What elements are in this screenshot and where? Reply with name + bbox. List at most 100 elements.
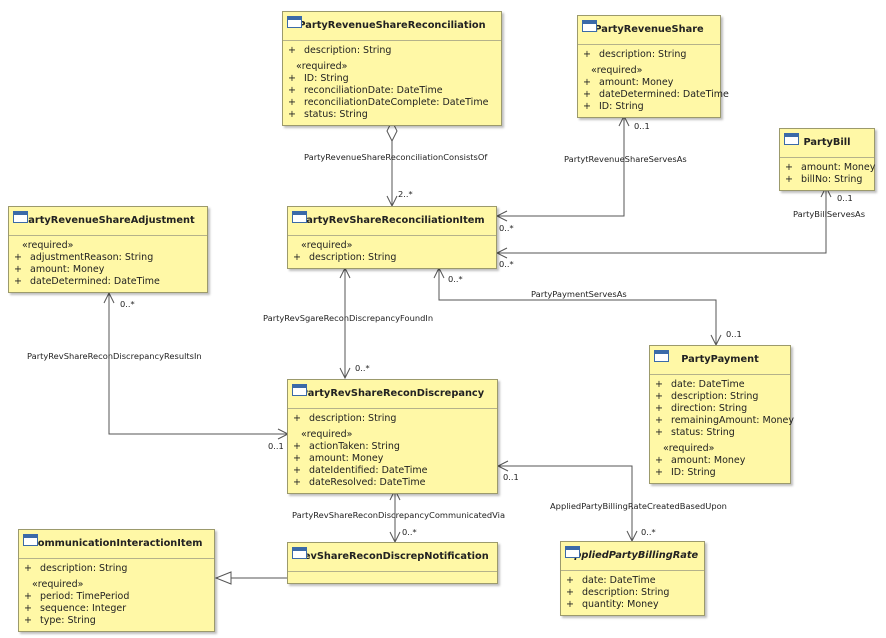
visibility-marker: + <box>293 477 301 488</box>
stereotype-label: «required» <box>591 65 643 76</box>
class-attributes: +description: String«required»+ID: Strin… <box>283 41 501 125</box>
class-party-bill[interactable]: PartyBill + amount: Money+billNo: String <box>779 128 875 191</box>
attribute-row[interactable]: + amount: Money <box>780 162 876 174</box>
class-icon <box>784 133 799 145</box>
attribute-text: sequence: Integer <box>40 603 127 614</box>
visibility-marker: + <box>566 575 574 586</box>
attribute-row[interactable]: +date: DateTime <box>650 379 790 391</box>
visibility-marker: + <box>785 162 793 173</box>
class-party-revenue-share-reconciliation[interactable]: PartyRevenueShareReconciliation + descript… <box>282 11 502 126</box>
attribute-row[interactable]: +remainingAmount: Money <box>650 415 794 427</box>
visibility-marker: + <box>655 455 663 466</box>
attribute-row[interactable]: +amount: Money <box>650 455 790 467</box>
class-name-text: CommunicationInteractionItem <box>30 538 203 549</box>
attribute-row[interactable]: +description: String <box>19 563 214 575</box>
attribute-row[interactable]: +dateDetermined: DateTime <box>578 89 729 101</box>
attribute-row[interactable]: +description: String <box>288 252 496 264</box>
class-name: PartyRevenueShareReconciliation <box>283 12 501 41</box>
multiplicity: 0..* <box>402 527 417 537</box>
stereotype-label: «required» <box>22 240 74 251</box>
class-party-rev-share-recon-discrepancy[interactable]: PartyRevShareReconDiscrepancy +descriptio… <box>287 379 498 494</box>
visibility-marker: + <box>24 615 32 626</box>
arrowhead-bill-item <box>495 247 508 259</box>
class-name-text: PartyRevenueShareReconciliation <box>298 20 486 31</box>
visibility-marker: + <box>655 379 663 390</box>
attribute-text: amount: Money <box>30 264 105 275</box>
class-attributes: + description: String «required»+ amount: M… <box>578 45 729 117</box>
attribute-row[interactable]: +quantity: Money <box>561 599 704 611</box>
class-name-text: PartyBill <box>803 137 851 148</box>
class-party-rev-share-reconciliation-item[interactable]: PartyRevShareReconciliationItem«required… <box>287 206 497 269</box>
attribute-row[interactable]: +description: String <box>561 587 704 599</box>
multiplicity: 0..1 <box>634 121 650 131</box>
visibility-marker: + <box>583 49 591 60</box>
attribute-row[interactable]: +sequence: Integer <box>19 603 214 615</box>
attribute-row[interactable]: +adjustmentReason: String <box>9 252 207 264</box>
attribute-row[interactable]: +date: DateTime <box>561 575 704 587</box>
visibility-marker: + <box>288 73 296 84</box>
multiplicity: 0..* <box>355 363 370 373</box>
assoc-label-created-based-upon: AppliedPartyBillingRateCreatedBasedUpon <box>550 501 727 511</box>
visibility-marker: + <box>24 591 32 602</box>
class-name-text: PartyRevenueShare <box>594 24 704 35</box>
class-attributes: +description: String«required»+period: T… <box>19 559 214 631</box>
visibility-marker: + <box>583 77 591 88</box>
visibility-marker: + <box>655 391 663 402</box>
attribute-text: description: String <box>599 49 687 60</box>
attribute-row[interactable]: + description: String <box>650 391 790 403</box>
multiplicity: 0..* <box>499 223 514 233</box>
stereotype-label: «required» <box>663 443 715 454</box>
visibility-marker: + <box>288 45 296 56</box>
visibility-marker: + <box>566 587 574 598</box>
visibility-marker: + <box>655 427 663 438</box>
attribute-text: type: String <box>40 615 96 626</box>
attribute-text: amount: Money <box>309 453 384 464</box>
attribute-row[interactable]: +billNo: String <box>780 174 874 186</box>
multiplicity: 0..1 <box>726 329 742 339</box>
attribute-row[interactable]: + amount: Money <box>578 77 720 89</box>
attribute-text: description: String <box>304 45 392 56</box>
attribute-row[interactable]: +period: TimePeriod <box>19 591 214 603</box>
attribute-row[interactable]: +reconciliationDate: DateTime <box>283 85 501 97</box>
assoc-label-revshare-serves-as: PartytRevenueShareServesAs <box>564 154 687 164</box>
attribute-row[interactable]: +dateIdentified: DateTime <box>288 465 497 477</box>
attribute-row[interactable]: +description: String <box>288 413 497 425</box>
class-party-revenue-share-adjustment[interactable]: PartyRevenueShareAdjustment«required»+ad… <box>8 206 208 293</box>
attribute-row[interactable]: +amount: Money <box>9 264 207 276</box>
class-rev-share-recon-discrep-notification[interactable]: RevShareReconDiscrepNotification <box>287 542 498 584</box>
class-name: PartyPayment <box>650 346 790 375</box>
stereotype-label: «required» <box>301 429 353 440</box>
attribute-row[interactable]: +dateDetermined: DateTime <box>9 276 207 288</box>
attribute-row[interactable]: +ID: String <box>578 101 720 113</box>
attribute-row[interactable]: +amount: Money <box>288 453 497 465</box>
attribute-row[interactable]: +status: String <box>650 427 790 439</box>
visibility-marker: + <box>293 441 301 452</box>
attribute-row[interactable]: + type: String <box>19 615 214 627</box>
aggregation-diamond <box>386 119 398 143</box>
class-applied-party-billing-rate[interactable]: AppliedPartyBillingRate +date: DateTime+d… <box>560 541 705 616</box>
attribute-row[interactable]: +ID: String <box>283 73 501 85</box>
class-party-revenue-share[interactable]: PartyRevenueShare + description: String «re… <box>577 15 729 118</box>
class-party-payment[interactable]: PartyPayment+date: DateTime+description:… <box>649 345 794 484</box>
visibility-marker: + <box>288 97 296 108</box>
attribute-row[interactable]: +ID: String <box>650 467 790 479</box>
attribute-text: description: String <box>671 391 759 402</box>
attribute-row[interactable]: + description: String <box>578 49 720 61</box>
attribute-text: amount: Money <box>599 77 674 88</box>
class-communication-interaction-item[interactable]: CommunicationInteractionItem +description… <box>18 529 215 632</box>
visibility-marker: + <box>655 403 663 414</box>
attribute-text: amount: Money <box>801 162 876 173</box>
class-icon <box>287 16 302 28</box>
class-name-text: PartyRevShareReconDiscrepancy <box>300 388 485 399</box>
class-attributes: «required»+adjustmentReason: String+amou… <box>9 236 207 292</box>
attribute-text: dateResolved: DateTime <box>309 477 426 488</box>
class-icon <box>292 384 307 396</box>
class-name: PartyRevenueShareAdjustment <box>9 207 207 236</box>
attribute-row[interactable]: + description: String <box>283 45 501 57</box>
attribute-row[interactable]: +direction: String <box>650 403 790 415</box>
attribute-row[interactable]: +status: String <box>283 109 501 121</box>
attribute-row[interactable]: + dateResolved: DateTime <box>288 477 497 489</box>
attribute-row[interactable]: +actionTaken: String <box>288 441 497 453</box>
attribute-row[interactable]: +reconciliationDateComplete: DateTime <box>283 97 501 109</box>
class-name-text: AppliedPartyBillingRate <box>566 550 699 561</box>
